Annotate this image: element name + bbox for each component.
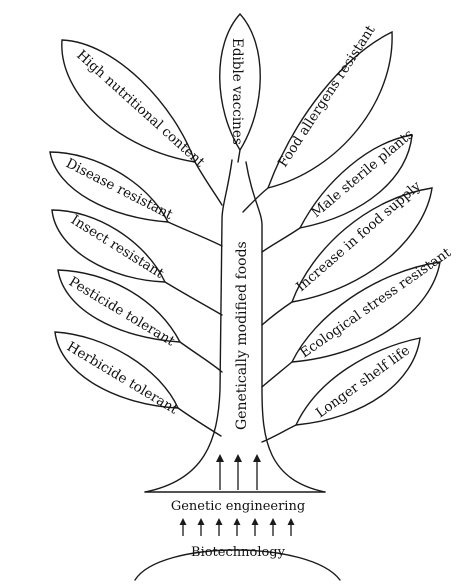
leaf-herbicide-tolerant: Herbicide tolerant (54, 331, 222, 437)
biotechnology-arc (134, 549, 341, 581)
biotechnology-label: Biotechnology (191, 545, 286, 560)
leaf-label-herbicide-tolerant: Herbicide tolerant (64, 339, 181, 418)
biotech-arrows (179, 518, 295, 536)
leaf-edible-vaccines: Edible vaccines (219, 12, 261, 163)
tree-trunk (144, 159, 326, 493)
leaf-label-edible-vaccines: Edible vaccines (229, 38, 245, 145)
genetic-engineering-label: Genetic engineering (171, 499, 305, 514)
trunk-arrows (216, 454, 261, 490)
trunk-label: Genetically modified foods (234, 241, 250, 430)
leaf-longer-shelf-life: Longer shelf life (261, 337, 421, 443)
